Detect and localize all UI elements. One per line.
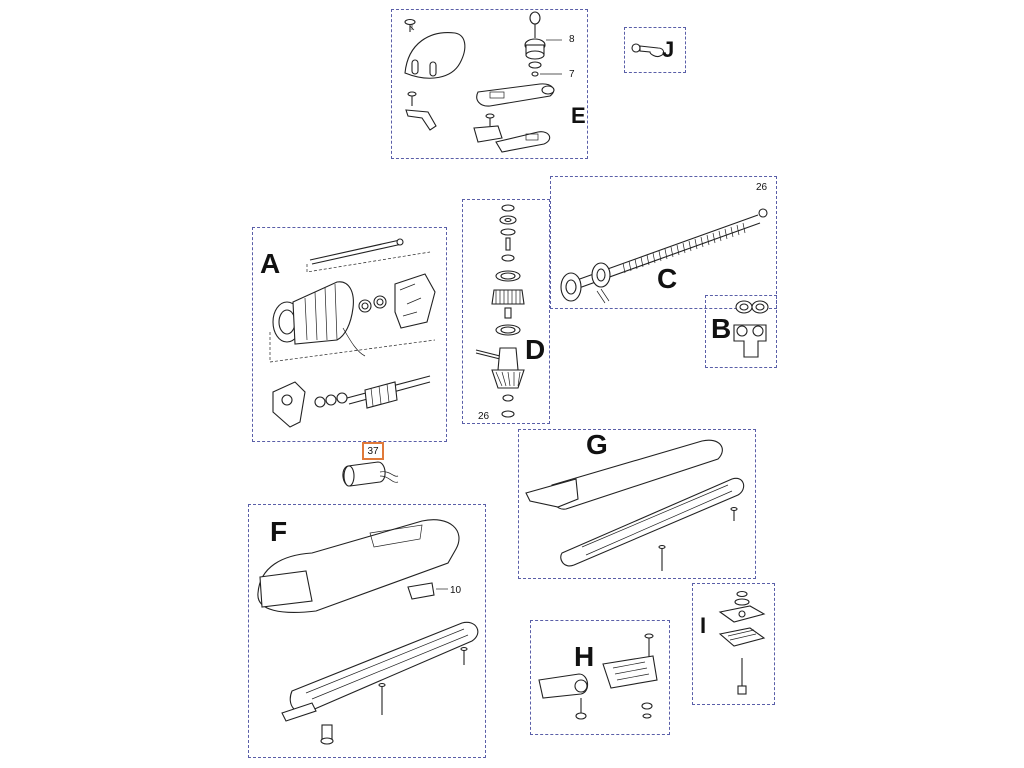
group-i-fixing-plates (718, 590, 766, 695)
group-a-motor-assembly (269, 238, 436, 428)
group-label-c: C (657, 263, 678, 294)
group-g-arm-cover (525, 439, 745, 571)
group-label-b: B (711, 313, 732, 344)
group-label-i: I (700, 613, 707, 638)
group-label-f: F (270, 516, 288, 547)
group-label-h: H (574, 641, 595, 672)
part-number-7: 7 (569, 69, 575, 80)
group-a-box (252, 227, 447, 442)
group-e-eyebolt-part (524, 11, 562, 77)
group-i-box (692, 583, 775, 705)
group-h-bracket-plates (538, 633, 658, 720)
capacitor-part-37 (342, 461, 399, 487)
group-d-gear-stack (475, 204, 525, 418)
group-e-bracket-left (405, 91, 437, 131)
group-label-d: D (525, 334, 546, 365)
group-label-a: A (260, 248, 281, 279)
group-label-j: J (662, 37, 675, 62)
group-b-bushing-part (733, 300, 769, 358)
group-c-box (550, 176, 777, 309)
part-number-26-d: 26 (478, 411, 490, 422)
part-number-26-c: 26 (756, 182, 768, 193)
group-c-worm-screw (560, 208, 768, 304)
group-d-box (462, 199, 550, 424)
group-j-box (624, 27, 686, 73)
group-e-arm-part (476, 83, 555, 107)
group-e-box (391, 9, 588, 159)
group-h-box (530, 620, 670, 735)
part-number-10: 10 (450, 585, 462, 596)
group-label-g: G (586, 429, 608, 460)
part-number-8: 8 (569, 34, 575, 45)
group-b-box (705, 295, 777, 368)
group-e-screw-top (404, 18, 416, 32)
group-f-housing-cover (257, 519, 479, 745)
group-label-e: E (571, 103, 586, 128)
group-j-key-part (631, 43, 665, 58)
group-g-box (518, 429, 756, 579)
group-e-cover-part (404, 22, 466, 79)
part-number-37-highlight: 37 (362, 442, 384, 460)
group-e-bracket-right (473, 113, 551, 153)
group-f-box (248, 504, 486, 758)
